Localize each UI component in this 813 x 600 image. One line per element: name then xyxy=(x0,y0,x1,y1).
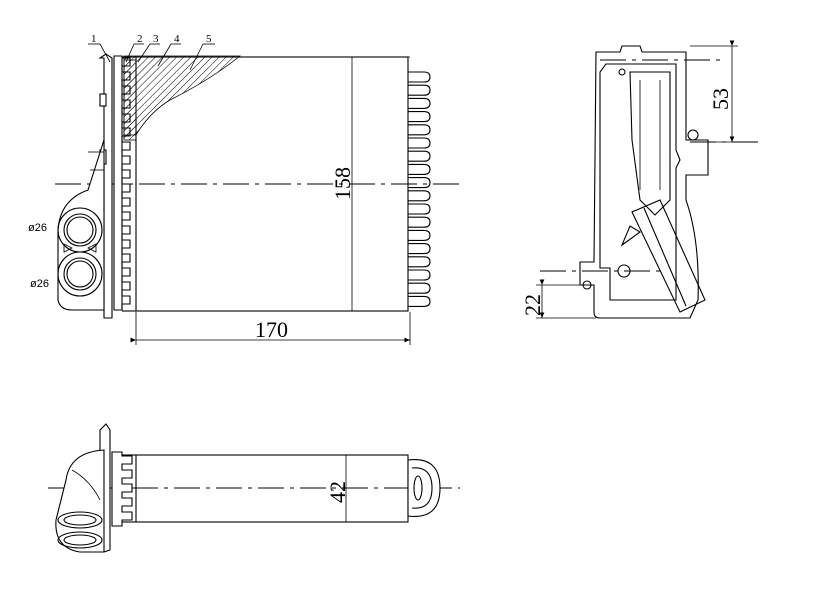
tube-end xyxy=(408,229,431,241)
top-pipe-elbow xyxy=(55,449,105,553)
top-right-cap-inner xyxy=(411,467,433,509)
top-pipe-opening2-inner xyxy=(63,534,97,546)
upper-pipe-bore xyxy=(66,216,94,244)
lower-pipe-bore xyxy=(66,260,94,288)
tube-end xyxy=(408,203,431,215)
tube-end xyxy=(408,150,431,162)
left-tank-wall xyxy=(113,55,123,311)
lower-pipe-inner xyxy=(63,257,97,291)
pipe-arrows xyxy=(63,243,97,253)
side-view: 53 22 xyxy=(520,40,760,319)
tube-end xyxy=(408,111,431,123)
top-core-body xyxy=(135,454,409,523)
dim-core-width: 170 xyxy=(255,317,288,342)
tube-end xyxy=(408,124,431,136)
lower-pipe-outer xyxy=(57,251,103,297)
upper-pipe-inner xyxy=(63,213,97,247)
tube-end xyxy=(408,84,431,96)
tube-end xyxy=(408,295,431,307)
dim-side-top: 53 xyxy=(708,88,733,110)
top-right-cap xyxy=(407,459,441,517)
plate-tab xyxy=(99,93,107,107)
lower-pipe-diameter: ø26 xyxy=(30,278,49,290)
callout-3: 3 xyxy=(153,33,159,45)
tube-end xyxy=(408,137,431,149)
tube-end xyxy=(408,71,431,83)
top-tank xyxy=(111,451,133,527)
side-housing xyxy=(579,45,709,319)
tube-end xyxy=(408,216,431,228)
tube-end xyxy=(408,190,431,202)
tube-end xyxy=(408,243,431,255)
top-pipe-opening-outer xyxy=(57,511,103,529)
top-pipe-opening-inner xyxy=(63,514,97,526)
top-pipe-line xyxy=(71,469,101,501)
right-tube-ends xyxy=(408,71,431,307)
top-right-tube-end xyxy=(413,475,423,501)
header-plate-section xyxy=(123,59,137,141)
top-pipe-opening2-outer xyxy=(57,531,103,549)
tube-end xyxy=(408,269,431,281)
dim-side-bottom: 22 xyxy=(520,294,545,316)
side-flow-arrow xyxy=(620,225,641,247)
front-view: 158 170 ø26 ø26 1 2 3 4 5 xyxy=(28,33,462,345)
dim-thickness: 42 xyxy=(325,481,350,503)
left-tank-crenels xyxy=(121,57,131,310)
callout-4: 4 xyxy=(174,33,180,45)
callout-5: 5 xyxy=(206,33,212,45)
tube-end xyxy=(408,282,431,294)
callout-2: 2 xyxy=(137,33,143,45)
top-view: 42 xyxy=(48,423,460,553)
upper-pipe-diameter: ø26 xyxy=(28,222,47,234)
tube-end xyxy=(408,97,431,109)
dim-core-height: 158 xyxy=(330,167,355,200)
side-pipe-line xyxy=(643,207,687,307)
side-pipe-stub xyxy=(631,199,706,313)
side-housing-inner xyxy=(599,63,681,301)
tube-end xyxy=(408,163,431,175)
tube-end xyxy=(408,177,431,189)
side-core-channel xyxy=(629,71,671,216)
pipe-housing xyxy=(57,139,105,311)
side-hole-top xyxy=(618,68,626,76)
callouts: 1 2 3 4 5 xyxy=(88,33,215,71)
side-hole-right xyxy=(687,129,699,141)
core-outline xyxy=(135,56,409,312)
callout-1: 1 xyxy=(91,33,97,45)
tube-end xyxy=(408,256,431,268)
fin-section xyxy=(123,55,242,136)
